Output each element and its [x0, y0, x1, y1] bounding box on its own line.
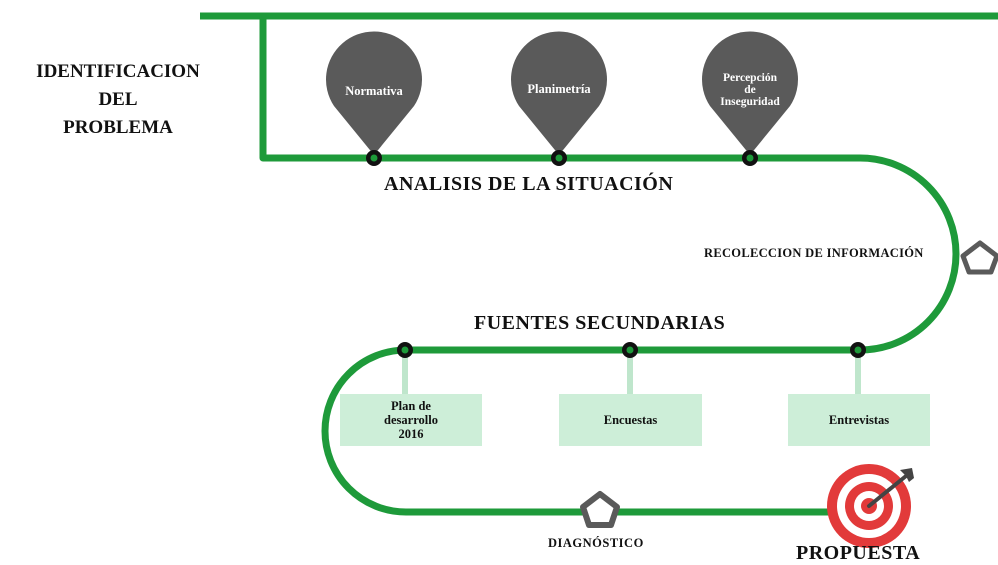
stage-sources-label: FUENTES SECUNDARIAS	[474, 312, 726, 334]
pin-label-line: Percepción	[722, 72, 778, 84]
pin-label-line: de	[744, 84, 756, 96]
node-percepcion	[742, 150, 758, 166]
source-box-line: Plan de	[391, 399, 431, 413]
pin-label-line: Normativa	[345, 84, 403, 98]
source-box-line: desarrollo	[384, 413, 438, 427]
problem-title-line: PROBLEMA	[63, 117, 173, 138]
pin-percepcion	[702, 31, 798, 156]
stem-entrevistas	[855, 354, 861, 394]
source-box-entrevistas: Entrevistas	[788, 394, 930, 446]
pin-label-normativa: Normativa	[334, 84, 414, 99]
pin-planimetria	[511, 31, 608, 155]
node-normativa	[366, 150, 382, 166]
node-entrevistas	[850, 342, 866, 358]
target-icon	[827, 464, 914, 548]
source-box-plan: Plan de desarrollo 2016	[340, 394, 482, 446]
stage-collection-label: RECOLECCION DE INFORMACIÓN	[704, 246, 924, 260]
pentagon-icon	[960, 240, 998, 275]
problem-title-line: IDENTIFICACION	[36, 61, 200, 82]
problem-title: IDENTIFICACION DEL PROBLEMA	[0, 58, 236, 142]
pin-label-line: Planimetría	[527, 82, 591, 96]
node-encuestas	[622, 342, 638, 358]
pentagon-icon	[580, 491, 620, 528]
stem-encuestas	[627, 354, 633, 394]
source-box-line: Encuestas	[603, 413, 658, 427]
stage-analysis-label: ANALISIS DE LA SITUACIÓN	[384, 173, 674, 195]
pin-label-percepcion: Percepción de Inseguridad	[705, 72, 795, 108]
pin-normativa	[326, 31, 422, 155]
node-planimetria	[551, 150, 567, 166]
stage-proposal-label: PROPUESTA	[796, 542, 921, 564]
node-plan	[397, 342, 413, 358]
stage-diagnosis-label: DIAGNÓSTICO	[548, 536, 644, 550]
source-box-line: 2016	[398, 427, 424, 441]
pin-label-line: Inseguridad	[720, 96, 780, 108]
problem-title-line: DEL	[98, 89, 138, 110]
source-box-encuestas: Encuestas	[559, 394, 702, 446]
source-box-line: Entrevistas	[828, 413, 890, 427]
stem-plan	[402, 354, 408, 394]
pin-label-planimetria: Planimetría	[519, 82, 599, 97]
